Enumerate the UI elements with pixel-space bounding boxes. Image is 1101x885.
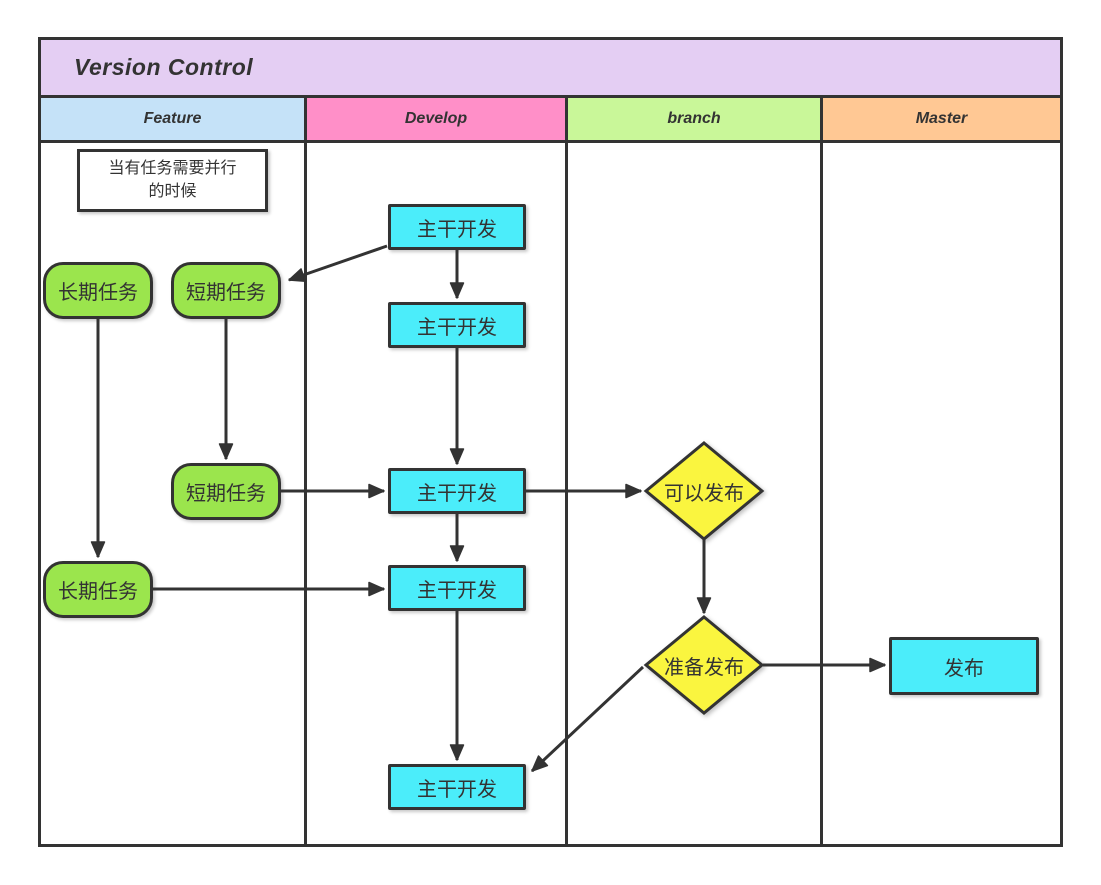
node-label: 短期任务 (186, 483, 266, 505)
node-trunk-dev-2: 主干开发 (388, 302, 526, 348)
lane-label-feature: Feature (143, 110, 202, 127)
node-long-task-1: 长期任务 (43, 262, 153, 319)
lane-label-develop: Develop (404, 110, 468, 127)
lane-label-branch: branch (667, 110, 721, 127)
node-label: 主干开发 (417, 579, 497, 602)
lane-header-master: Master (820, 95, 1063, 143)
node-long-task-2: 长期任务 (43, 561, 153, 618)
node-label: 主干开发 (417, 316, 497, 339)
node-trunk-dev-4: 主干开发 (388, 565, 526, 611)
node-prepare-release: 准备发布 (643, 615, 765, 715)
node-trunk-dev-1: 主干开发 (388, 204, 526, 250)
node-release: 发布 (889, 637, 1039, 695)
diagram-title-band: Version Control (38, 37, 1063, 98)
node-short-task-2: 短期任务 (171, 463, 281, 520)
node-can-release: 可以发布 (643, 441, 765, 541)
lane-header-branch: branch (565, 95, 823, 143)
diagram-title: Version Control (74, 54, 254, 80)
node-note: 当有任务需要并行 的时候 (77, 149, 268, 212)
node-label: 主干开发 (417, 778, 497, 801)
node-label: 长期任务 (58, 581, 138, 603)
node-trunk-dev-3: 主干开发 (388, 468, 526, 514)
lane-header-feature: Feature (38, 95, 307, 143)
lane-divider-branch-master (820, 140, 823, 847)
node-label: 可以发布 (664, 482, 744, 505)
note-label: 当有任务需要并行 的时候 (108, 160, 237, 200)
node-short-task-1: 短期任务 (171, 262, 281, 319)
node-label: 短期任务 (186, 282, 266, 304)
diamond-shape (643, 615, 765, 715)
lane-label-master: Master (915, 110, 968, 127)
node-label: 主干开发 (417, 218, 497, 241)
node-label: 长期任务 (58, 282, 138, 304)
node-label: 准备发布 (664, 656, 744, 679)
node-trunk-dev-5: 主干开发 (388, 764, 526, 810)
node-label: 发布 (944, 657, 984, 680)
lane-header-develop: Develop (304, 95, 568, 143)
node-label: 主干开发 (417, 482, 497, 505)
lane-divider-feature-develop (304, 140, 307, 847)
lane-divider-develop-branch (565, 140, 568, 847)
